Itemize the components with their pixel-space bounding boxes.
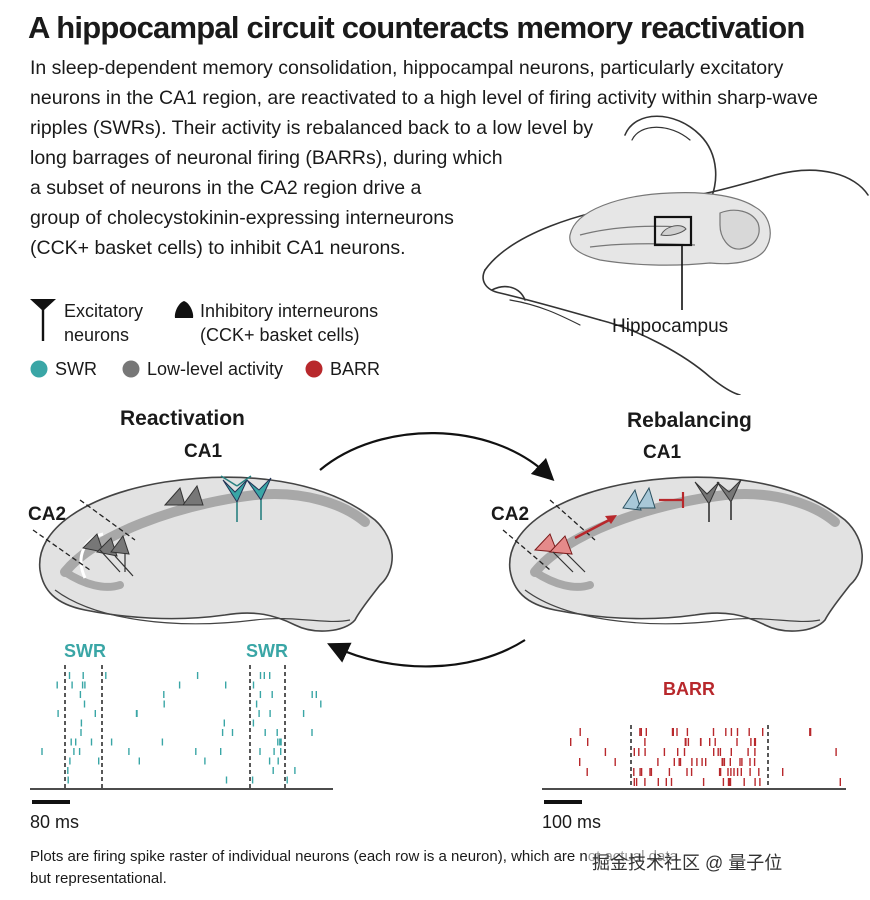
left-ca2-label: CA2: [28, 504, 67, 525]
left-ca1-label: CA1: [184, 441, 223, 462]
intro-line-7: (CCK+ basket cells) to inhibit CA1 neuro…: [30, 237, 406, 259]
hippocampus-shape: [660, 225, 687, 236]
intro-line-6: group of cholecystokinin-expressing inte…: [30, 207, 454, 229]
right-raster-spikes: [570, 728, 841, 786]
intro-line-1: In sleep-dependent memory consolidation,…: [30, 57, 784, 79]
panel-title-rebalancing: Rebalancing: [627, 409, 752, 432]
arrow-to-reactivation: [327, 639, 526, 668]
panel-title-reactivation: Reactivation: [120, 407, 245, 430]
intro-line-3: ripples (SWRs). Their activity is rebala…: [30, 117, 594, 139]
figure-title: A hippocampal circuit counteracts memory…: [28, 10, 805, 45]
legend-barr: BARR: [330, 359, 381, 379]
right-scale-label: 100 ms: [542, 812, 602, 832]
legend-low-activity: Low-level activity: [147, 359, 284, 379]
hippocampus-label: Hippocampus: [612, 316, 729, 337]
legend-swr: SWR: [55, 359, 97, 379]
legend-excitatory-line1: Excitatory: [64, 301, 144, 321]
left-scale-label: 80 ms: [30, 812, 80, 832]
barr-raster-plot: [542, 725, 846, 804]
right-ca1-label: CA1: [643, 442, 682, 463]
right-ca2-label: CA2: [491, 504, 530, 525]
footer-line-2: but representational.: [30, 870, 167, 887]
swr-label-2: SWR: [246, 641, 288, 661]
mouse-head-illustration: [482, 115, 869, 395]
left-raster-spikes: [41, 672, 322, 784]
watermark: 掘金技术社区 @ 量子位: [588, 849, 787, 875]
legend-inhibitory-line1: Inhibitory interneurons: [200, 301, 379, 321]
legend-inhibitory-line2: (CCK+ basket cells): [200, 325, 360, 345]
swr-label-1: SWR: [64, 641, 106, 661]
low-activity-dot-icon: [122, 360, 140, 378]
right-hippocampus: [502, 476, 863, 632]
barr-dot-icon: [305, 360, 323, 378]
inhibitory-interneuron-icon: [174, 301, 194, 318]
barr-label: BARR: [663, 679, 715, 699]
swr-raster-plot: [30, 665, 333, 804]
legend-excitatory-line2: neurons: [64, 325, 130, 345]
cycle-arrows: [319, 432, 555, 668]
arrow-to-rebalancing: [319, 432, 555, 482]
intro-line-2: neurons in the CA1 region, are reactivat…: [30, 87, 818, 109]
left-hippocampus: [32, 475, 393, 632]
swr-dot-icon: [30, 360, 48, 378]
intro-line-4: long barrages of neuronal firing (BARRs)…: [30, 147, 503, 169]
excitatory-neuron-icon: [30, 299, 56, 341]
intro-line-5: a subset of neurons in the CA2 region dr…: [30, 177, 422, 199]
hippocampus-box: [653, 215, 693, 247]
footer-line-1: Plots are firing spike raster of individ…: [30, 848, 678, 865]
